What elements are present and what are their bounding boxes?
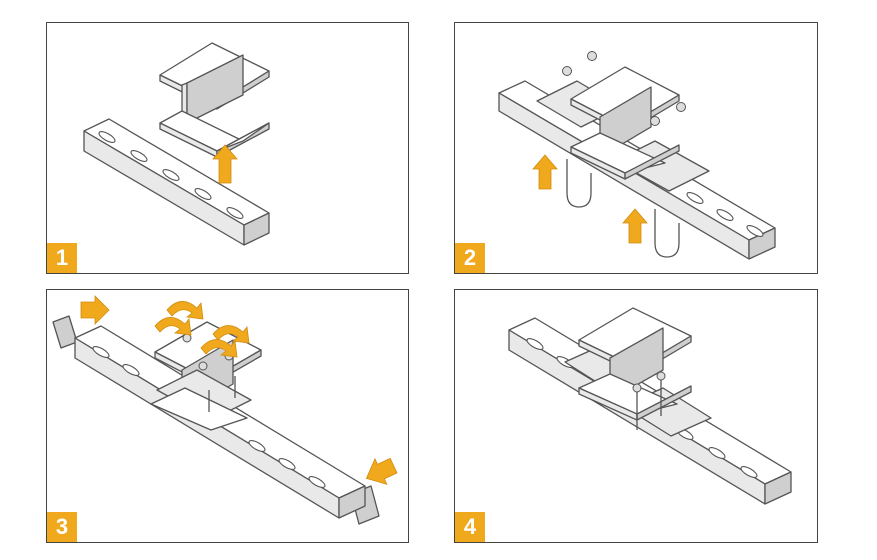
rotate-arrow-icon — [212, 325, 250, 344]
nut-icon — [632, 383, 642, 393]
arrow-up-icon — [622, 208, 648, 244]
step-1-illustration — [83, 42, 270, 246]
nut-icon — [587, 51, 597, 61]
step-4-panel: 4 — [454, 289, 818, 543]
arrow-up-icon — [532, 154, 558, 190]
nut-icon — [650, 116, 660, 126]
rail-slots — [98, 131, 244, 219]
nut-icon — [562, 66, 572, 76]
arrow-right-icon — [80, 295, 110, 325]
rail-slots — [92, 346, 326, 488]
rotate-arrow-icon — [200, 339, 238, 358]
step-2-panel: 2 — [454, 22, 818, 274]
step-1-panel: 1 — [46, 22, 409, 274]
rail-slots — [686, 192, 764, 237]
step-3-panel: 3 — [46, 289, 409, 543]
arrow-up-icon — [212, 144, 238, 184]
arrow-left-icon — [365, 457, 398, 485]
nut-icon — [676, 102, 686, 112]
u-bolt-icon — [566, 159, 592, 208]
nut-icon — [198, 361, 208, 371]
step-badge: 1 — [47, 243, 77, 273]
step-badge: 3 — [47, 512, 77, 542]
step-badge: 2 — [455, 243, 485, 273]
nut-icon — [656, 371, 666, 381]
rotate-arrow-icon — [166, 301, 204, 320]
step-2-illustration — [498, 51, 776, 260]
rotate-arrow-icon — [154, 317, 192, 336]
rotate-arrow-icons — [154, 301, 250, 358]
step-3-illustration — [52, 295, 398, 525]
end-cap-icon — [52, 315, 78, 349]
u-bolt-icon — [654, 209, 680, 258]
step-4-illustration — [508, 307, 792, 505]
step-badge: 4 — [455, 512, 485, 542]
